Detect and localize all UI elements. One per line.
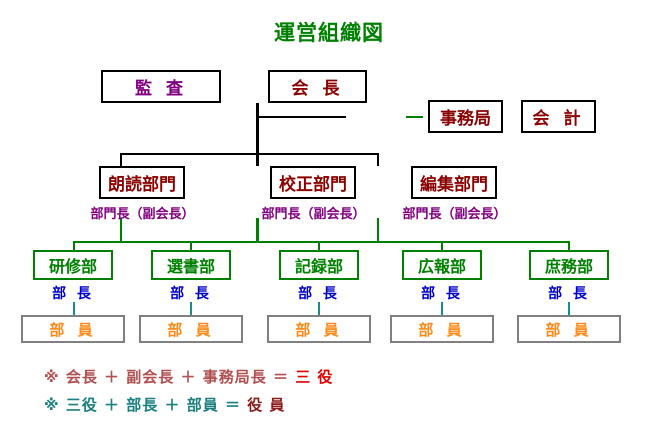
connector-chief-member-3 (441, 302, 443, 315)
box-section-2-member[interactable]: 部 員 (267, 315, 371, 343)
box-department-1-label: 校正部門 (279, 175, 347, 195)
connector-chief-member-1 (190, 302, 192, 315)
footnote-1-body: 三役 ＋ 部長 ＋ 部員 ＝ (65, 396, 241, 414)
section-0-chief-label: 部 長 (52, 286, 94, 302)
connector-stem-department-2 (377, 153, 379, 166)
box-section-3-member[interactable]: 部 員 (390, 315, 494, 343)
box-section-2[interactable]: 記録部 (279, 250, 359, 280)
box-chairman[interactable]: 会 長 (268, 70, 367, 103)
box-section-1-member[interactable]: 部 員 (139, 315, 243, 343)
section-4-chief-label: 部 長 (548, 286, 590, 302)
box-department-2[interactable]: 編集部門 (411, 166, 497, 199)
department-2-role: 部門長（副会長） (382, 203, 527, 222)
footnote-1-result: 役 員 (247, 396, 286, 414)
box-audit-label: 監 査 (135, 79, 187, 99)
department-1-role: 部門長（副会長） (241, 203, 386, 222)
department-1-role-label: 部門長（副会長） (261, 207, 366, 222)
box-department-0[interactable]: 朗読部門 (99, 166, 185, 199)
box-section-3[interactable]: 広報部 (402, 250, 482, 280)
connector-chief-member-4 (568, 302, 570, 315)
box-section-0[interactable]: 研修部 (33, 250, 113, 280)
connector-section-stem-3 (441, 241, 443, 250)
box-section-4-member[interactable]: 部 員 (517, 315, 621, 343)
box-section-4-member-label: 部 員 (545, 320, 593, 339)
connector-chief-member-2 (318, 302, 320, 315)
section-1-chief: 部 長 (141, 283, 241, 303)
connector-section-stem-1 (190, 241, 192, 250)
department-0-role-label: 部門長（副会長） (90, 207, 195, 222)
section-0-chief: 部 長 (23, 283, 123, 303)
box-secretariat-label: 事務局 (440, 109, 491, 129)
box-department-1[interactable]: 校正部門 (270, 166, 356, 199)
connector-stem-department-0 (120, 153, 122, 166)
page-title: 運営組織図 (274, 21, 384, 45)
box-accounting[interactable]: 会 計 (521, 100, 596, 133)
department-0-role: 部門長（副会長） (70, 203, 215, 222)
connector-section-stem-0 (73, 241, 75, 250)
connector-green-stem-2 (377, 218, 379, 241)
section-3-chief: 部 長 (392, 283, 492, 303)
section-3-chief-label: 部 長 (421, 286, 463, 302)
box-section-0-member-label: 部 員 (49, 320, 97, 339)
box-section-0-member[interactable]: 部 員 (21, 315, 125, 343)
box-accounting-label: 会 計 (532, 109, 585, 129)
footnote-1-marker: ※ (44, 396, 60, 414)
box-section-4-label: 庶務部 (544, 257, 593, 276)
connector-stem-department-1 (256, 153, 259, 166)
connector-green-stem-0 (120, 218, 122, 241)
connector-chairman-vertical (256, 103, 259, 155)
section-4-chief: 部 長 (519, 283, 619, 303)
connector-secretariat-to-accounting (406, 116, 423, 118)
box-section-1-member-label: 部 員 (167, 320, 215, 339)
box-section-0-label: 研修部 (48, 257, 97, 276)
footnote-1: ※ 三役 ＋ 部長 ＋ 部員 ＝ 役 員 (44, 394, 285, 415)
box-chairman-label: 会 長 (291, 79, 344, 99)
section-1-chief-label: 部 長 (170, 286, 212, 302)
box-section-1[interactable]: 選書部 (151, 250, 231, 280)
box-department-2-label: 編集部門 (420, 175, 488, 195)
connector-section-stem-4 (568, 241, 570, 250)
box-section-2-label: 記録部 (294, 257, 343, 276)
connector-green-stem-1 (256, 218, 259, 241)
connector-section-stem-2 (318, 241, 320, 250)
box-section-3-label: 広報部 (417, 257, 466, 276)
box-secretariat[interactable]: 事務局 (428, 100, 503, 133)
footnote-0-result: 三 役 (295, 368, 334, 386)
section-2-chief-label: 部 長 (298, 286, 340, 302)
section-2-chief: 部 長 (269, 283, 369, 303)
footnote-0-marker: ※ (44, 368, 60, 386)
box-audit[interactable]: 監 査 (101, 70, 221, 103)
connector-section-bus (73, 241, 570, 243)
connector-department-bus (120, 153, 379, 155)
box-department-0-label: 朗読部門 (108, 175, 176, 195)
footnote-0-body: 会長 ＋ 副会長 ＋ 事務局長 ＝ (65, 368, 289, 386)
box-section-2-member-label: 部 員 (295, 320, 343, 339)
footnote-0: ※ 会長 ＋ 副会長 ＋ 事務局長 ＝ 三 役 (44, 366, 333, 387)
box-section-1-label: 選書部 (166, 257, 215, 276)
box-section-3-member-label: 部 員 (418, 320, 466, 339)
box-section-4[interactable]: 庶務部 (529, 250, 609, 280)
connector-chief-member-0 (73, 302, 75, 315)
connector-chairman-to-secretariat (256, 116, 346, 118)
department-2-role-label: 部門長（副会長） (402, 207, 507, 222)
